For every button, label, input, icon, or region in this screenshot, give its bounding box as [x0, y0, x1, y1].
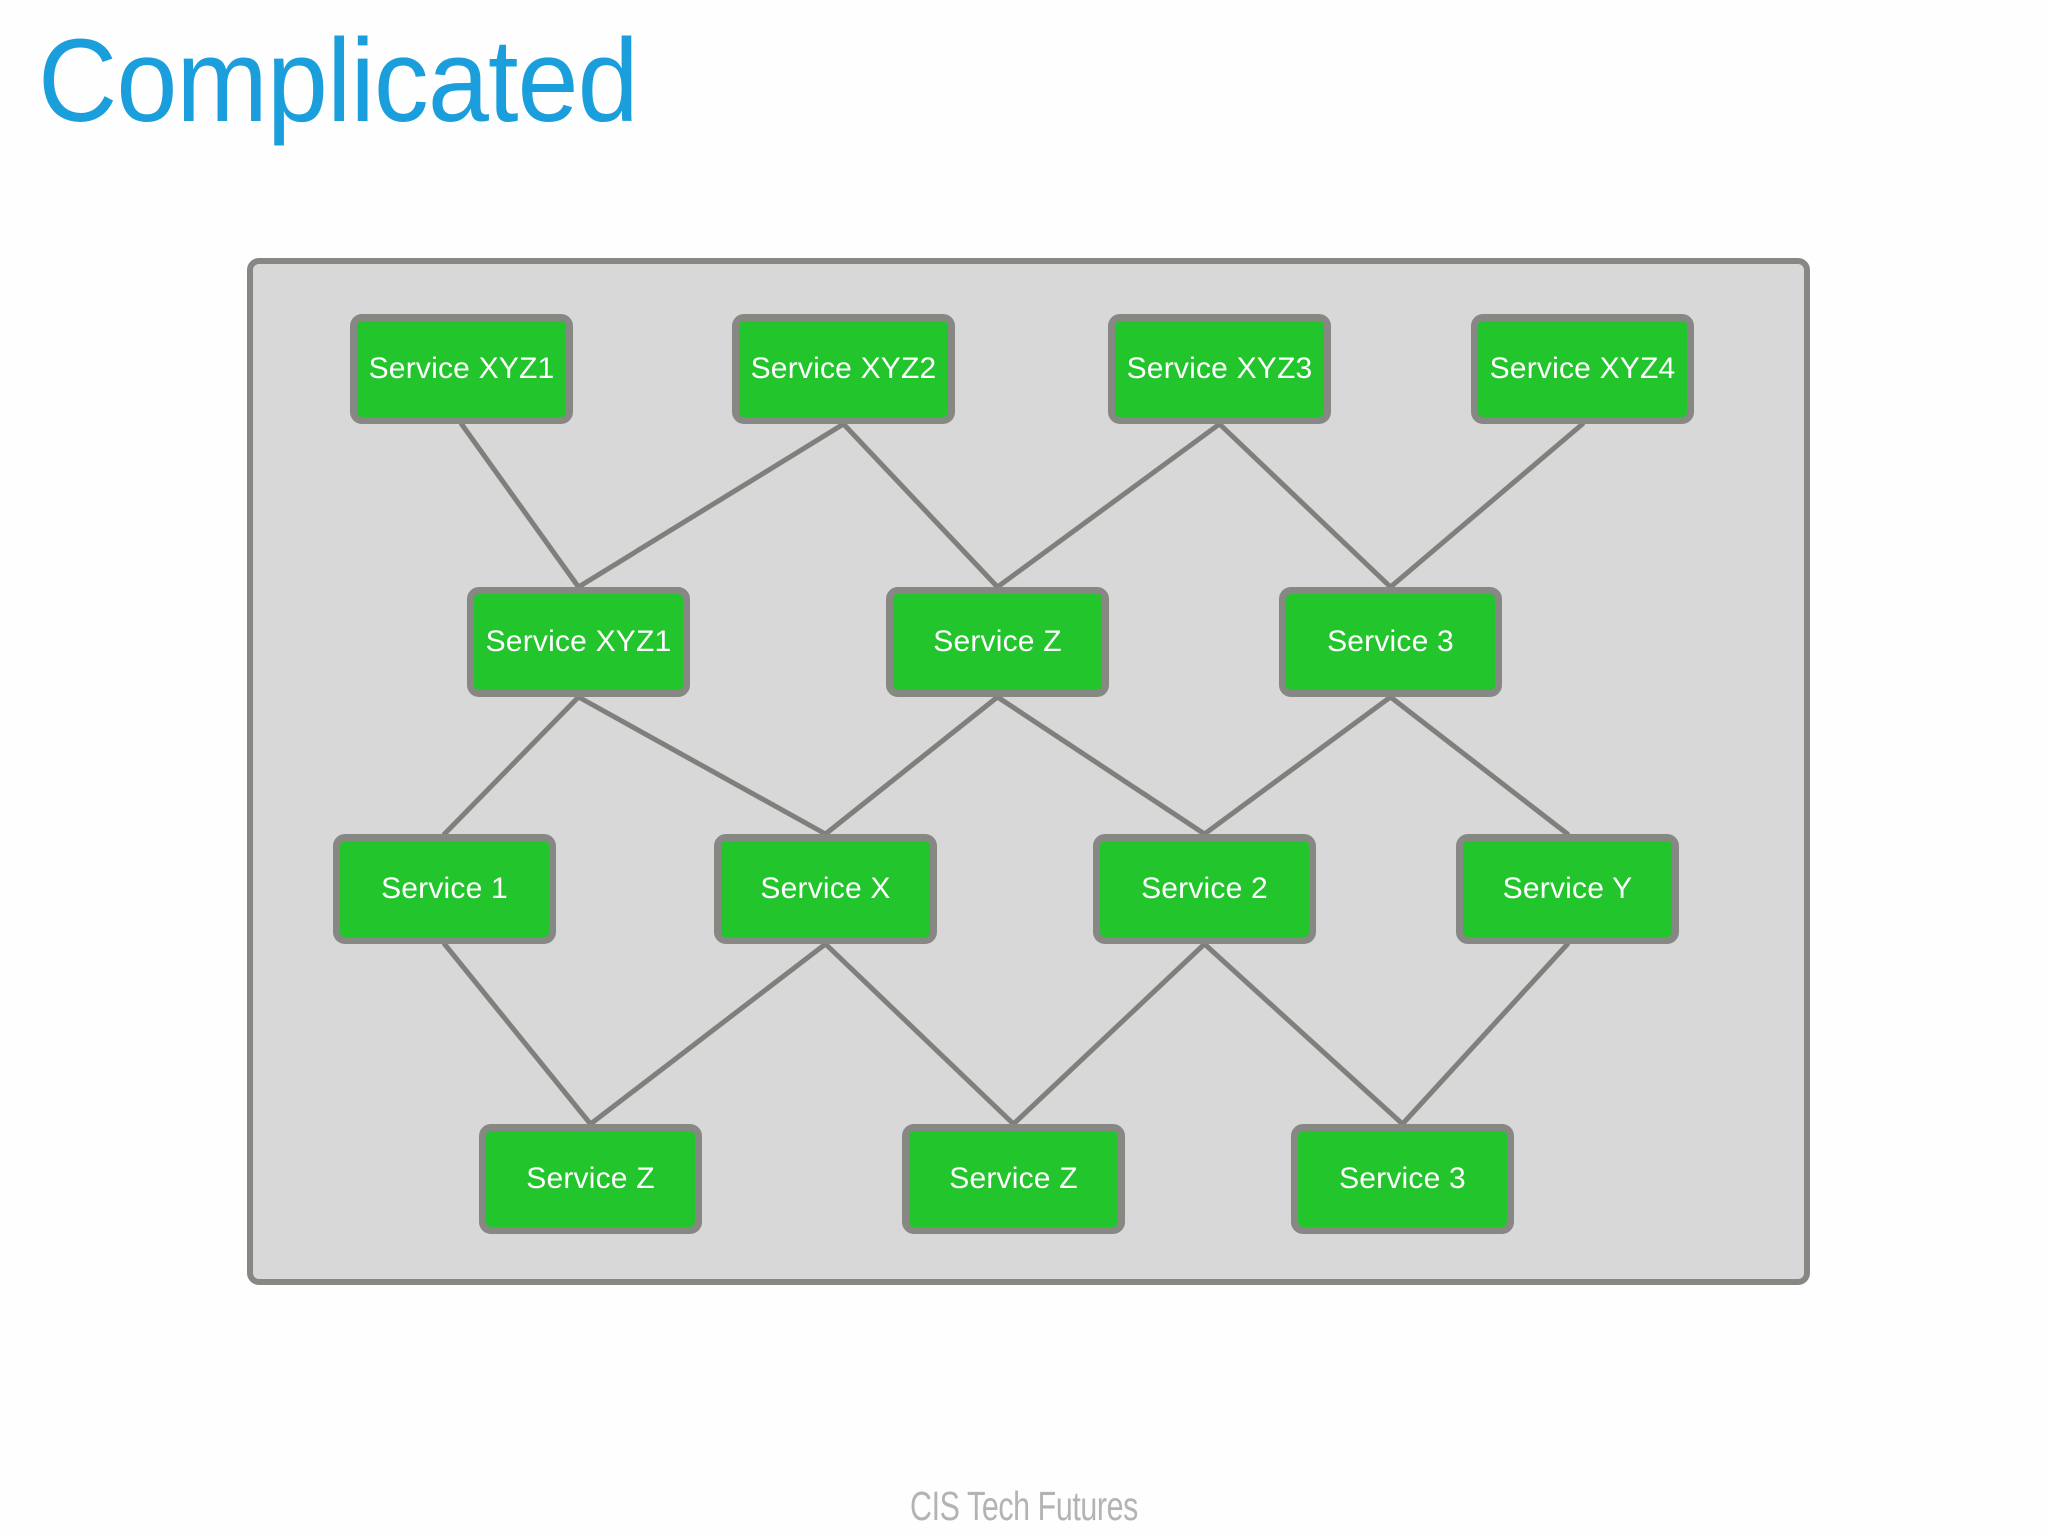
service-node-label: Service X — [760, 872, 891, 905]
service-node[interactable]: Service Z — [479, 1124, 702, 1234]
connector-line — [576, 694, 828, 837]
connector-line — [1202, 694, 1393, 837]
service-node[interactable]: Service XYZ3 — [1108, 314, 1331, 424]
service-node-label: Service 1 — [381, 872, 508, 905]
service-node[interactable]: Service XYZ1 — [467, 587, 690, 697]
service-node-label: Service 3 — [1327, 625, 1454, 658]
connector-line — [823, 941, 1016, 1127]
service-node-label: Service XYZ3 — [1126, 352, 1313, 385]
service-node-label: Service XYZ4 — [1489, 352, 1676, 385]
service-node-label: Service Y — [1502, 872, 1633, 905]
service-node[interactable]: Service XYZ2 — [732, 314, 955, 424]
connector-line — [1202, 941, 1405, 1127]
page-title: Complicated — [38, 15, 639, 147]
service-node-label: Service Z — [949, 1162, 1078, 1195]
service-node[interactable]: Service XYZ4 — [1471, 314, 1694, 424]
service-node-label: Service 2 — [1141, 872, 1268, 905]
service-node[interactable]: Service XYZ1 — [350, 314, 573, 424]
connector-line — [1217, 421, 1393, 590]
connector-line — [1388, 694, 1570, 837]
service-node[interactable]: Service 2 — [1093, 834, 1316, 944]
connector-line — [442, 941, 593, 1127]
service-node[interactable]: Service Y — [1456, 834, 1679, 944]
connector-line — [576, 421, 846, 590]
service-node-label: Service XYZ1 — [368, 352, 555, 385]
service-node-label: Service 3 — [1339, 1162, 1466, 1195]
connector-line — [442, 694, 581, 837]
connector-line — [1400, 941, 1570, 1127]
connector-line — [1388, 421, 1585, 590]
service-node-label: Service Z — [933, 625, 1062, 658]
connector-line — [459, 421, 581, 590]
service-node[interactable]: Service 3 — [1279, 587, 1502, 697]
connector-line — [588, 941, 828, 1127]
service-node[interactable]: Service 1 — [333, 834, 556, 944]
footer-logo-text: CIS Tech Futures — [910, 1483, 1138, 1529]
service-node[interactable]: Service 3 — [1291, 1124, 1514, 1234]
connector-line — [823, 694, 1000, 837]
service-node-label: Service XYZ1 — [485, 625, 672, 658]
connector-line — [841, 421, 1000, 590]
service-node[interactable]: Service Z — [902, 1124, 1125, 1234]
footer-logo: CIS Tech Futures — [0, 1483, 2048, 1530]
connector-line — [1011, 941, 1207, 1127]
service-node-label: Service XYZ2 — [750, 352, 937, 385]
connector-line — [995, 694, 1207, 837]
connector-line — [995, 421, 1222, 590]
service-node[interactable]: Service Z — [886, 587, 1109, 697]
service-node-label: Service Z — [526, 1162, 655, 1195]
service-node[interactable]: Service X — [714, 834, 937, 944]
